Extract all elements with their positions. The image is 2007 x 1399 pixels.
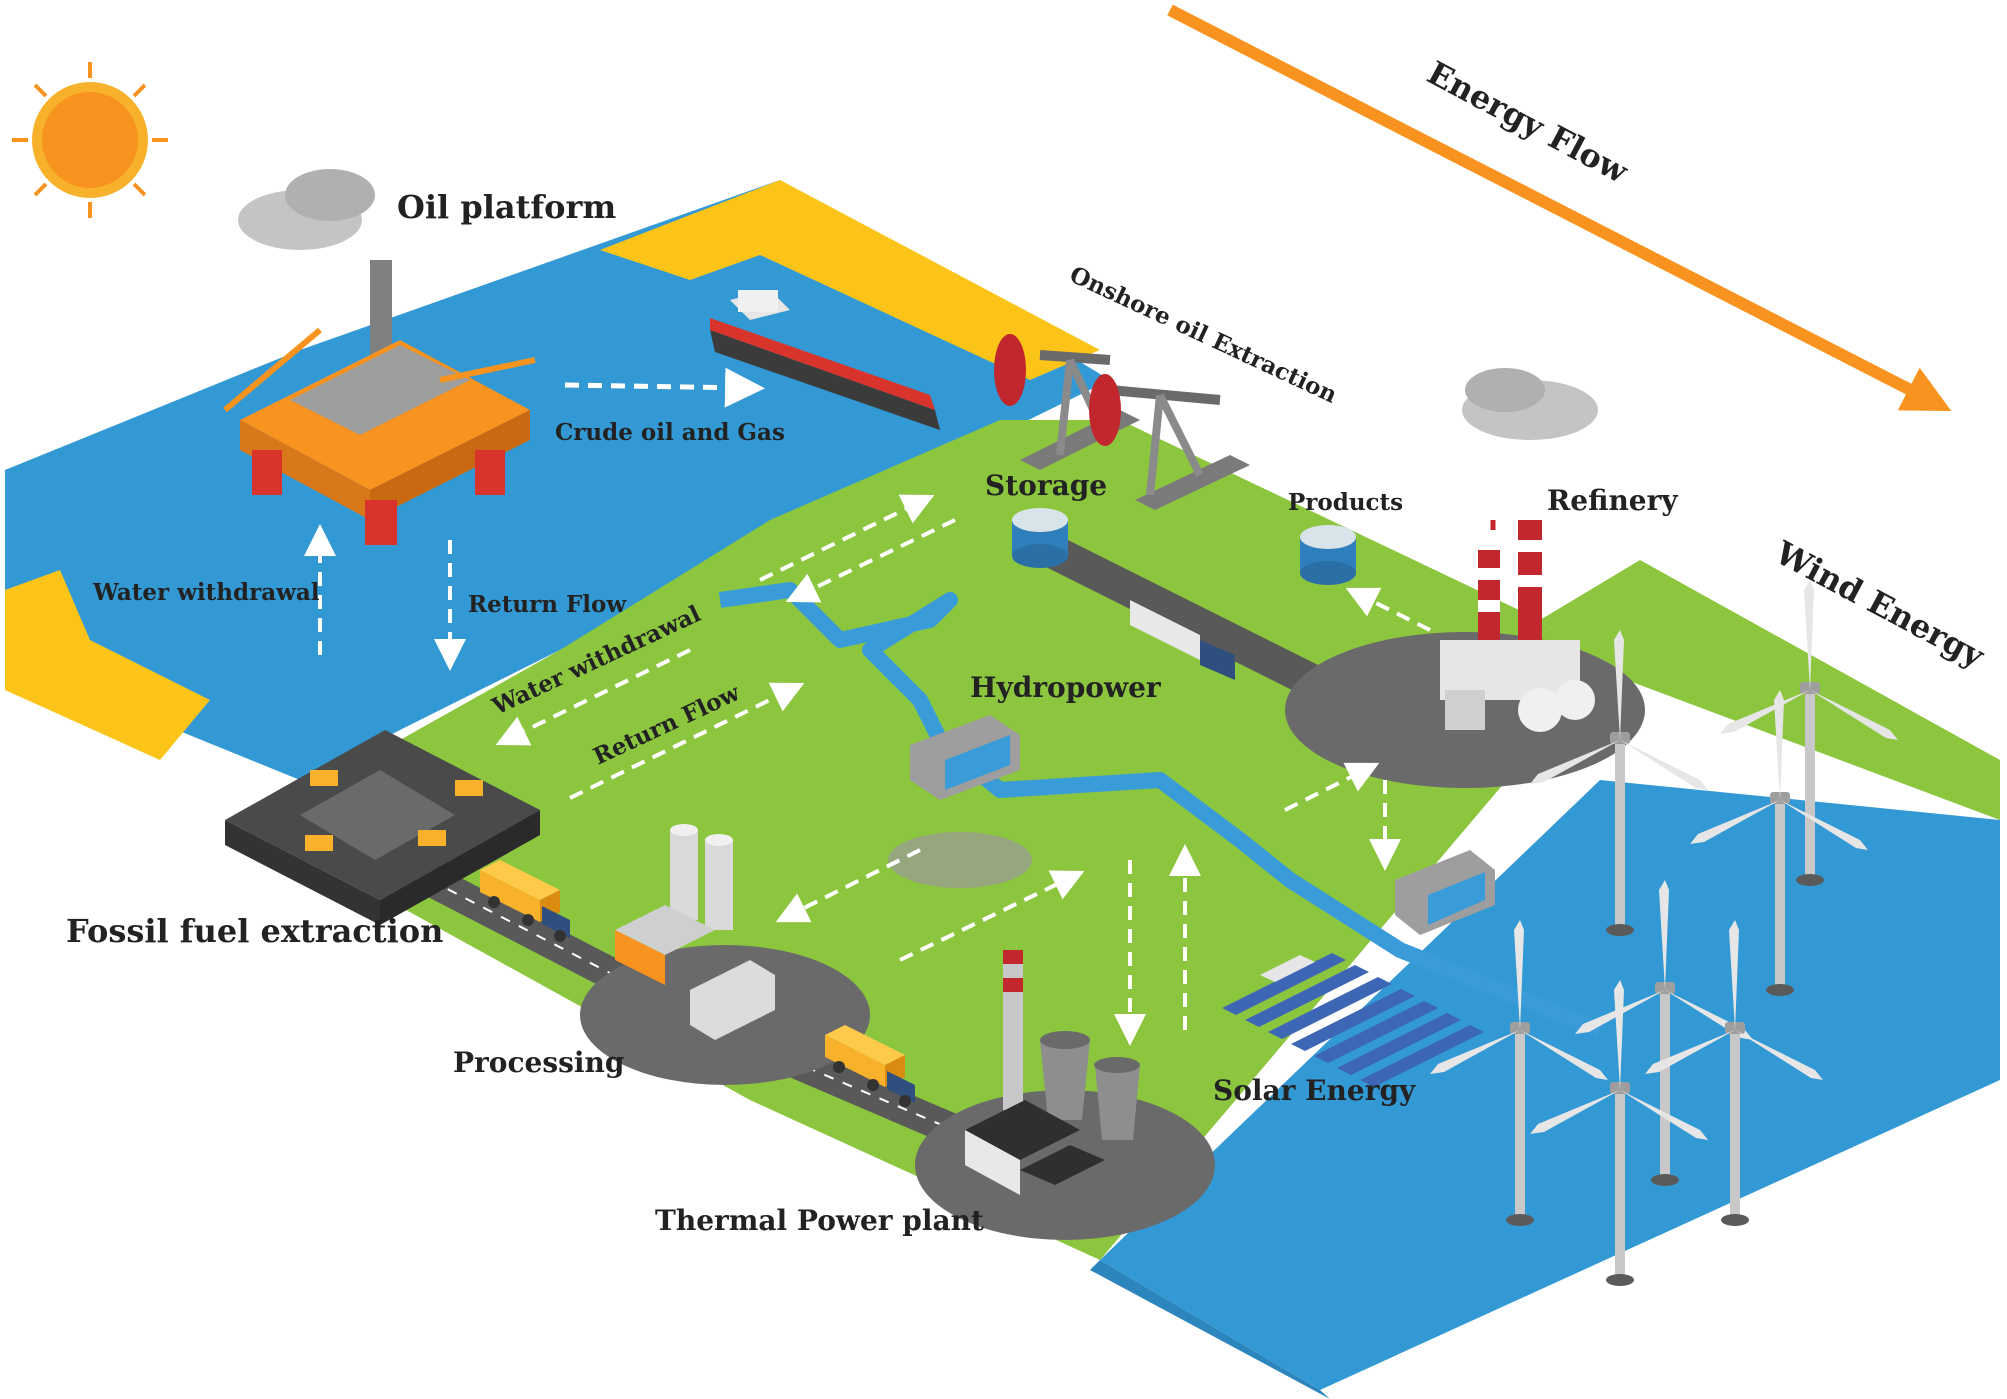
river xyxy=(718,582,1603,1038)
products-label: Products xyxy=(1288,489,1403,516)
thermal-power-label: Thermal Power plant xyxy=(655,1204,984,1237)
flow-arrows xyxy=(304,367,1431,1046)
arrow-refinery-products xyxy=(1345,587,1431,632)
return-flow-sea-label: Return Flow xyxy=(468,591,627,618)
energy-flow-arrow xyxy=(1167,4,1952,411)
solar-energy-label: Solar Energy xyxy=(1213,1074,1416,1107)
oil-tanker-icon xyxy=(710,290,940,430)
storage-tank-icon xyxy=(1012,508,1068,568)
water-withdrawal-sea-label: Water withdrawal xyxy=(92,579,320,606)
fossil-fuel-label: Fossil fuel extraction xyxy=(66,912,443,950)
arrow-power-up xyxy=(899,870,1085,962)
sun-icon xyxy=(12,62,168,218)
energy-flow-label: Energy Flow xyxy=(1421,54,1635,192)
truck-icon xyxy=(1130,600,1235,680)
solar-panel-icon xyxy=(1222,953,1484,1087)
hydropower-label: Hydropower xyxy=(970,671,1162,704)
land-right xyxy=(1540,560,2000,820)
beach-top xyxy=(600,180,1100,380)
oil-platform-label: Oil platform xyxy=(397,188,616,226)
storage-label: Storage xyxy=(985,469,1107,502)
sea-west xyxy=(5,180,1110,780)
processing-label: Processing xyxy=(453,1046,624,1079)
sea-east-edge xyxy=(1090,1260,1330,1399)
processing-plant-icon xyxy=(615,824,775,1040)
arrow-water-withdrawal-land xyxy=(495,648,691,746)
refinery-label: Refinery xyxy=(1547,484,1678,517)
pumpjack-icon xyxy=(1089,374,1250,510)
crude-oil-gas-label: Crude oil and Gas xyxy=(555,419,785,446)
arrow-storage-in xyxy=(785,518,956,603)
thermal-power-plant-icon xyxy=(888,832,1140,1195)
refinery-icon xyxy=(1440,368,1598,732)
storage-tank-icon xyxy=(1300,525,1356,585)
arrow-storage-out xyxy=(759,494,935,582)
oil-platform-icon xyxy=(223,169,536,545)
dam-icon xyxy=(1395,850,1495,935)
arrow-crude-oil xyxy=(564,367,765,408)
open-pit-mine-icon xyxy=(225,730,540,925)
beach-left xyxy=(5,570,210,760)
arrow-hydro-processing xyxy=(775,848,921,923)
dam-icon xyxy=(910,715,1020,800)
arrow-to-refinery xyxy=(1284,762,1380,812)
arrow-return-flow-land xyxy=(569,682,805,800)
